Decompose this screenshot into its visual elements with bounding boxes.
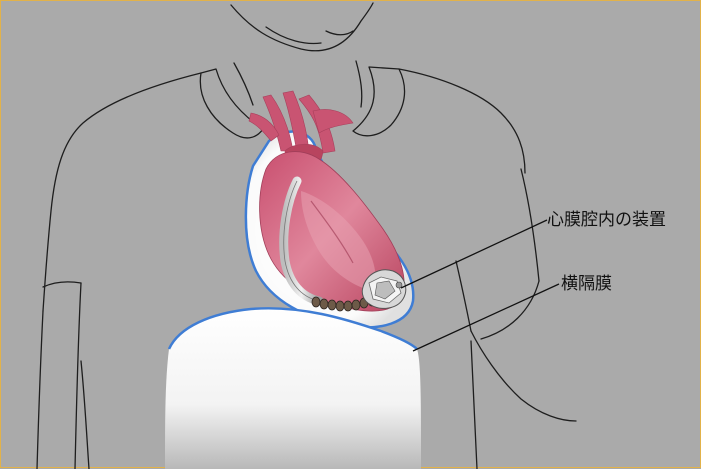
label-pericardial-device: 心膜腔内の装置	[547, 210, 666, 230]
neck-left	[234, 63, 253, 105]
label-diaphragm: 横隔膜	[561, 274, 612, 294]
collar-right	[353, 67, 405, 136]
chin-outline	[231, 3, 373, 51]
shoulder-left	[43, 73, 201, 311]
right-underarm	[456, 261, 471, 331]
leader-line-diaphragm	[413, 284, 559, 351]
left-waist	[81, 361, 89, 469]
sleeve-left-hem	[43, 282, 81, 287]
right-sleeve	[471, 331, 576, 421]
shoulder-right	[399, 69, 525, 173]
neck-right	[356, 61, 362, 107]
mouth-line	[326, 31, 353, 35]
sleeve-left-outer	[37, 311, 43, 469]
jaw-line	[266, 27, 321, 43]
right-waist	[471, 341, 477, 469]
collar-left	[200, 69, 263, 138]
leader-line-device	[401, 220, 547, 288]
sleeve-left-inner	[75, 283, 81, 469]
right-sleeve-hem	[481, 281, 539, 339]
